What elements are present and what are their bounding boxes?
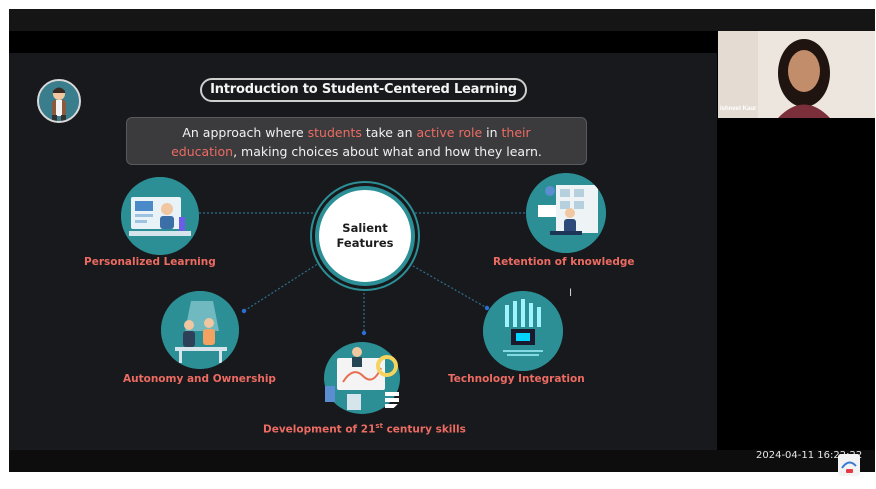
recording-timestamp: 2024-04-11 16:22:22 <box>756 450 863 461</box>
bottom-bar <box>9 450 875 472</box>
intro-text-4: , making choices about what and how they… <box>233 144 542 159</box>
autonomy-illustration-icon <box>161 291 239 369</box>
presentation-slide: Introduction to Student-Centered Learnin… <box>9 53 717 450</box>
connector-lines <box>199 212 529 336</box>
recording-logo-icon <box>838 454 860 476</box>
salient-features-circle: Salient Features <box>315 186 415 286</box>
cursor-icon: I <box>569 287 573 299</box>
center-line-1: Salient <box>342 221 388 235</box>
technology-integration-illustration-icon <box>483 291 563 371</box>
feature-autonomy-and-ownership: Autonomy and Ownership <box>123 373 276 385</box>
intro-text-2: take an <box>361 125 417 140</box>
intro-highlight-their: their <box>501 125 531 140</box>
development-label-post: century skills <box>382 423 466 436</box>
personalized-learning-illustration-icon <box>121 177 199 255</box>
intro-text-3: in <box>482 125 502 140</box>
intro-text-1: An approach where <box>182 125 308 140</box>
intro-highlight-active-role: active role <box>416 125 483 140</box>
development-label-sup: st <box>375 422 383 430</box>
intro-highlight-education: education <box>171 144 234 159</box>
feature-development-21st-century-skills: Development of 21st century skills <box>263 422 466 436</box>
teacher-avatar-icon <box>37 79 81 123</box>
development-label-pre: Development of 21 <box>263 423 376 436</box>
top-bar <box>9 9 875 31</box>
presenter-name: Ishneet Kaur <box>720 106 757 112</box>
skills-development-illustration-icon <box>319 338 405 416</box>
intro-box: An approach where students take an activ… <box>126 117 587 165</box>
feature-retention-of-knowledge: Retention of knowledge <box>493 256 635 268</box>
slide-title: Introduction to Student-Centered Learnin… <box>200 78 527 102</box>
feature-personalized-learning: Personalized Learning <box>84 256 216 268</box>
intro-highlight-students: students <box>307 125 362 140</box>
feature-technology-integration: Technology Integration <box>448 373 585 385</box>
retention-illustration-icon <box>526 173 606 253</box>
center-line-2: Features <box>336 236 394 250</box>
presenter-video[interactable] <box>718 31 875 118</box>
